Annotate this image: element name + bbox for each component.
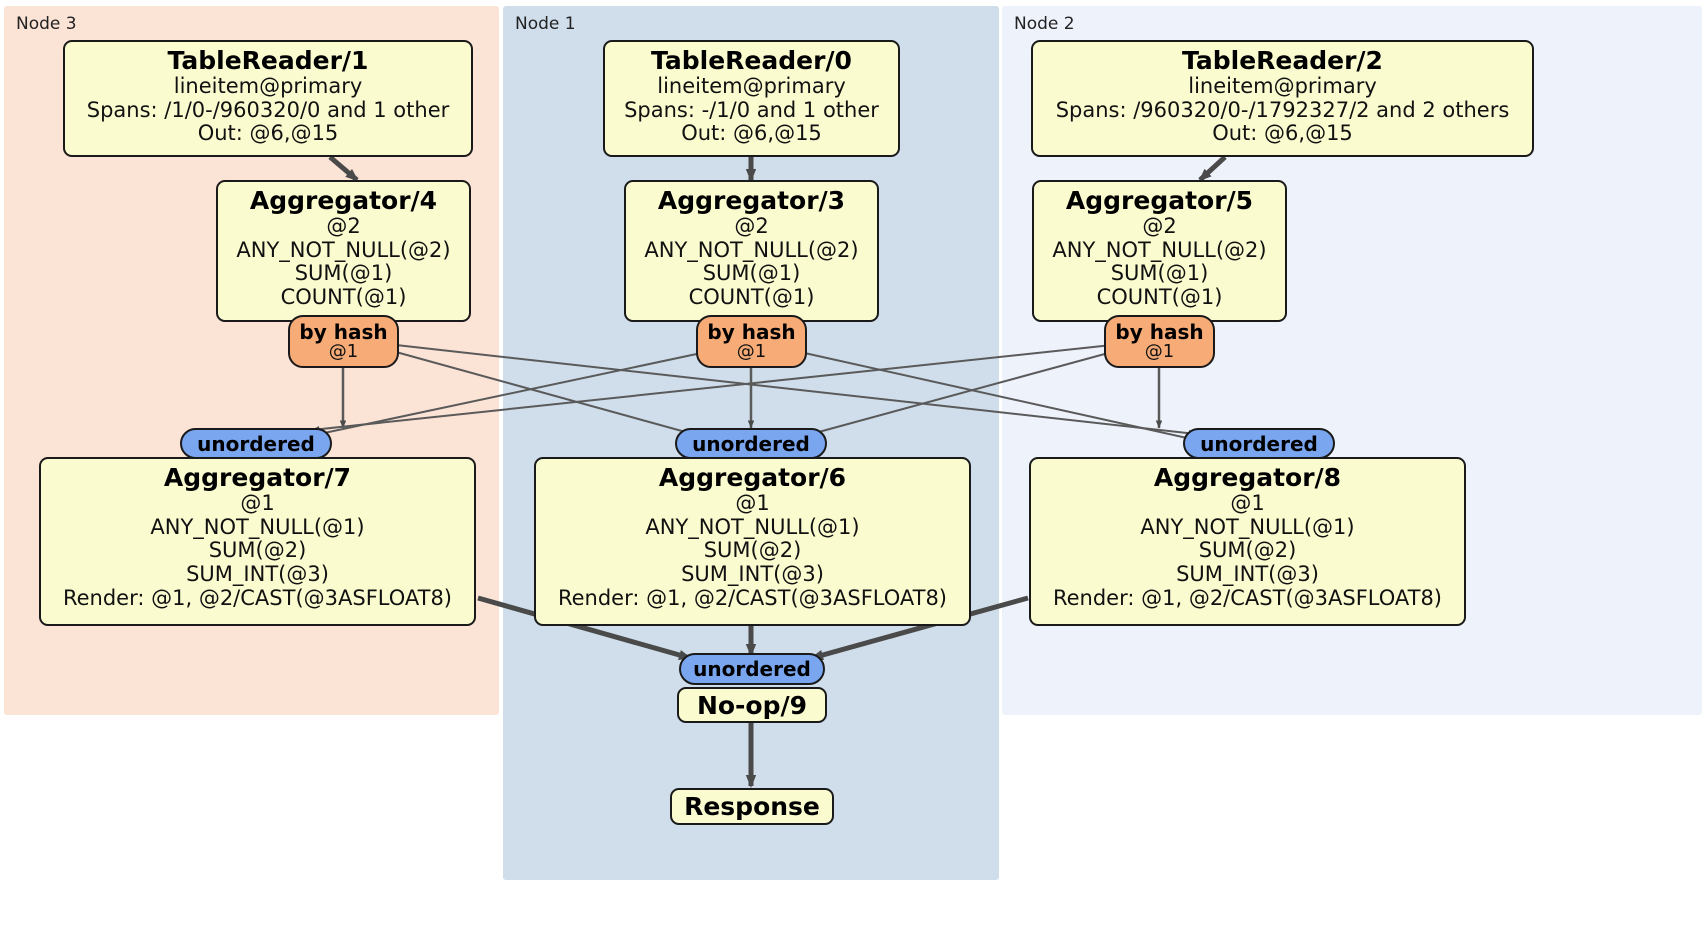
processor-title: Response xyxy=(684,792,820,821)
processor-line: ANY_NOT_NULL(@2) xyxy=(1052,237,1267,262)
processor-tablereader2[interactable]: TableReader/2 lineitem@primary Spans: /9… xyxy=(1031,40,1534,157)
synchronizer-label: unordered xyxy=(197,431,315,456)
processor-line: Render: @1, @2/CAST(@3ASFLOAT8) xyxy=(1052,585,1443,610)
processor-line: SUM_INT(@3) xyxy=(186,562,329,587)
node-label-node2: Node 2 xyxy=(1014,14,1075,34)
processor-aggregator8[interactable]: Aggregator/8 @1 ANY_NOT_NULL(@1) SUM(@2)… xyxy=(1029,457,1466,626)
processor-line: SUM(@2) xyxy=(1198,538,1297,563)
processor-line: @1 xyxy=(240,491,275,515)
processor-title: Aggregator/4 xyxy=(249,186,438,215)
processor-aggregator7[interactable]: Aggregator/7 @1 ANY_NOT_NULL(@1) SUM(@2)… xyxy=(39,457,476,626)
processor-line: SUM(@2) xyxy=(703,538,802,563)
processor-line: ANY_NOT_NULL(@1) xyxy=(150,514,365,539)
processor-line: @2 xyxy=(326,214,361,238)
router-sublabel: @1 xyxy=(736,340,767,362)
processor-line: ANY_NOT_NULL(@1) xyxy=(645,514,860,539)
processor-line: SUM(@2) xyxy=(208,538,307,563)
router-hash-center[interactable]: by hash @1 xyxy=(696,315,807,368)
processor-title: Aggregator/3 xyxy=(657,186,846,215)
synchronizer-label: unordered xyxy=(1200,431,1318,456)
processor-aggregator6[interactable]: Aggregator/6 @1 ANY_NOT_NULL(@1) SUM(@2)… xyxy=(534,457,971,626)
synchronizer-unordered-right[interactable]: unordered xyxy=(1183,428,1335,459)
processor-title: Aggregator/5 xyxy=(1065,186,1254,215)
processor-line: SUM_INT(@3) xyxy=(681,562,824,587)
processor-line: Out: @6,@15 xyxy=(1212,121,1353,146)
synchronizer-label: unordered xyxy=(693,657,811,681)
processor-line: @1 xyxy=(1230,491,1265,515)
router-sublabel: @1 xyxy=(328,340,359,362)
processor-title: No-op/9 xyxy=(696,690,808,720)
processor-line: ANY_NOT_NULL(@2) xyxy=(644,237,859,262)
processor-line: Spans: -/1/0 and 1 other xyxy=(624,97,879,122)
processor-noop9[interactable]: No-op/9 xyxy=(677,687,827,723)
router-hash-left[interactable]: by hash @1 xyxy=(288,315,399,368)
processor-title: TableReader/1 xyxy=(167,46,369,75)
processor-line: Render: @1, @2/CAST(@3ASFLOAT8) xyxy=(557,585,948,610)
processor-line: SUM(@1) xyxy=(1110,261,1209,286)
processor-title: Aggregator/7 xyxy=(163,463,352,492)
processor-line: Out: @6,@15 xyxy=(197,121,339,146)
router-hash-right[interactable]: by hash @1 xyxy=(1104,315,1215,368)
processor-line: lineitem@primary xyxy=(173,74,363,98)
synchronizer-unordered-left[interactable]: unordered xyxy=(180,428,332,459)
synchronizer-label: unordered xyxy=(692,431,810,456)
processor-line: ANY_NOT_NULL(@2) xyxy=(236,237,451,262)
processor-tablereader0[interactable]: TableReader/0 lineitem@primary Spans: -/… xyxy=(603,40,900,157)
synchronizer-unordered-center[interactable]: unordered xyxy=(675,428,827,459)
processor-line: SUM(@1) xyxy=(702,261,801,286)
processor-line: COUNT(@1) xyxy=(280,285,407,310)
processor-line: lineitem@primary xyxy=(657,74,846,98)
processor-tablereader1[interactable]: TableReader/1 lineitem@primary Spans: /1… xyxy=(63,40,473,157)
node-label-node1: Node 1 xyxy=(515,14,576,34)
processor-line: COUNT(@1) xyxy=(1096,285,1223,310)
processor-line: Spans: /960320/0-/1792327/2 and 2 others xyxy=(1055,97,1510,122)
processor-line: ANY_NOT_NULL(@1) xyxy=(1140,514,1355,539)
router-label: by hash xyxy=(707,319,796,344)
synchronizer-unordered-final[interactable]: unordered xyxy=(679,653,825,685)
router-label: by hash xyxy=(299,319,388,344)
processor-line: Spans: /1/0-/960320/0 and 1 other xyxy=(86,97,450,122)
processor-aggregator5[interactable]: Aggregator/5 @2 ANY_NOT_NULL(@2) SUM(@1)… xyxy=(1032,180,1287,322)
processor-title: TableReader/0 xyxy=(651,46,852,75)
processor-response[interactable]: Response xyxy=(670,788,834,825)
processor-line: Out: @6,@15 xyxy=(681,121,822,146)
processor-line: SUM_INT(@3) xyxy=(1176,562,1319,587)
processor-line: SUM(@1) xyxy=(294,261,393,286)
router-sublabel: @1 xyxy=(1144,340,1175,362)
processor-line: COUNT(@1) xyxy=(688,285,815,310)
processor-title: Aggregator/8 xyxy=(1153,463,1342,492)
processor-line: @2 xyxy=(734,214,769,238)
processor-title: TableReader/2 xyxy=(1182,46,1383,75)
node-label-node3: Node 3 xyxy=(16,14,77,34)
processor-title: Aggregator/6 xyxy=(658,463,847,492)
processor-line: @1 xyxy=(735,491,770,515)
processor-line: Render: @1, @2/CAST(@3ASFLOAT8) xyxy=(62,585,453,610)
processor-line: lineitem@primary xyxy=(1188,74,1377,98)
processor-line: @2 xyxy=(1142,214,1177,238)
processor-aggregator3[interactable]: Aggregator/3 @2 ANY_NOT_NULL(@2) SUM(@1)… xyxy=(624,180,879,322)
router-label: by hash xyxy=(1115,319,1204,344)
processor-aggregator4[interactable]: Aggregator/4 @2 ANY_NOT_NULL(@2) SUM(@1)… xyxy=(216,180,471,322)
